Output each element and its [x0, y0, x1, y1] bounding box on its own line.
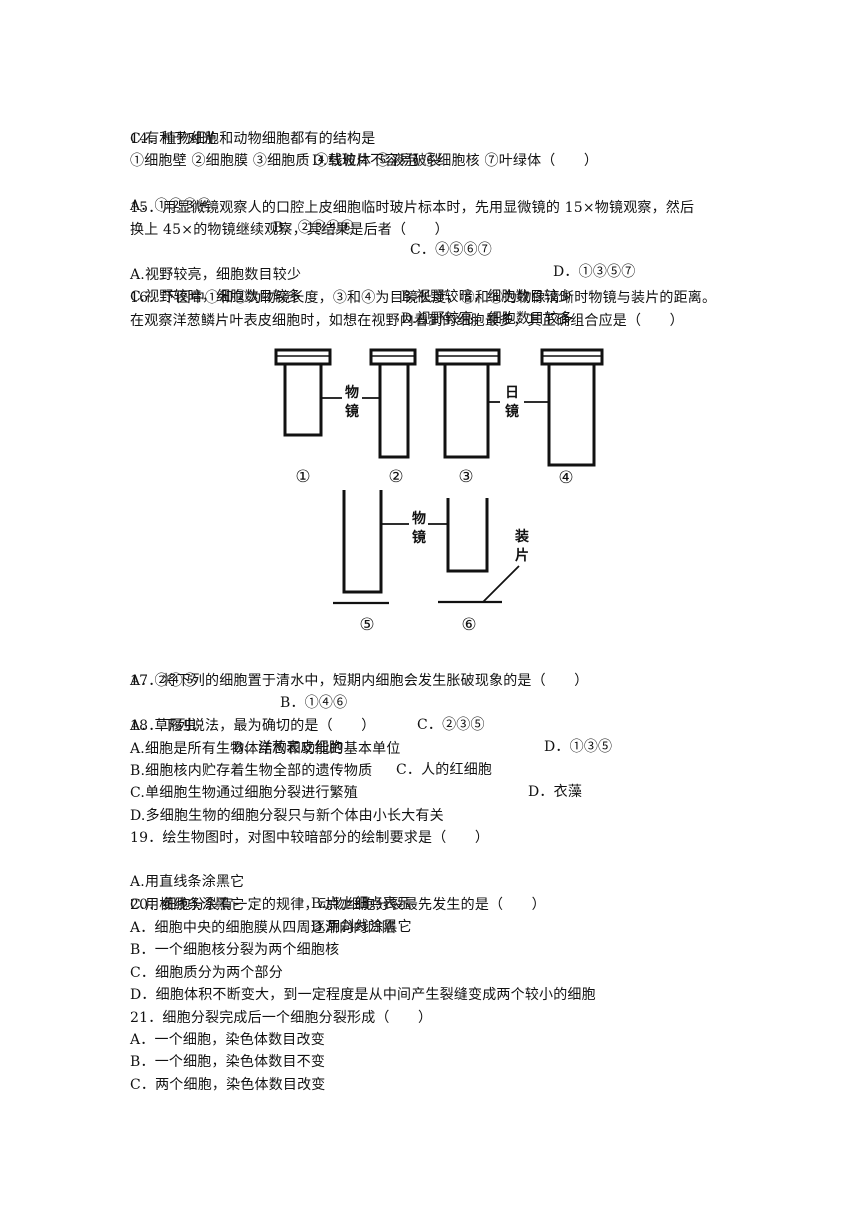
option-a: A.视野较亮，细胞数目较少	[130, 267, 302, 283]
option-a: A．①②③④	[130, 198, 212, 214]
figure-number-6: ⑥	[461, 615, 476, 635]
option-c: C.有利于对光	[130, 131, 217, 147]
option-d: D．衣藻	[528, 784, 583, 800]
figure-number-5: ⑤	[359, 615, 374, 635]
q20-option-d: D．细胞体积不断变大，到一定程度是从中间产生裂缝变成两个较小的细胞	[130, 987, 596, 1003]
option-b: B．②③④⑥	[273, 220, 355, 236]
objective-label-bottom: 镜	[345, 403, 359, 420]
objective-label2-bottom: 镜	[412, 529, 426, 546]
q17-stem: 17．将下列的细胞置于清水中，短期内细胞会发生胀破现象的是（ ）	[130, 673, 589, 689]
option-c: C．④⑤⑥⑦	[410, 242, 492, 258]
q18-option-b: B.细胞核内贮存着生物全部的遗传物质	[130, 763, 373, 779]
option-b: B．①④⑥	[280, 695, 348, 711]
figure-number-1: ①	[295, 467, 310, 487]
q21-option-b: B．一个细胞，染色体数目不变	[130, 1054, 326, 1070]
q20-option-b: B．一个细胞核分裂为两个细胞核	[130, 942, 340, 958]
option-a: A．草履虫	[130, 718, 198, 734]
option-d: D．①③⑤	[544, 739, 613, 755]
eyepiece-label-top: 日	[505, 385, 519, 401]
q18-stem: 18．下列说法，最为确切的是（ ）	[130, 718, 376, 734]
option-d: D．①③⑤⑦	[553, 264, 636, 280]
option-d: D.用斜线涂黑它	[311, 919, 412, 935]
objective-label2-top: 物	[412, 510, 426, 527]
slide-label-bottom: 片	[515, 547, 529, 564]
q18-option-d: D.多细胞生物的细胞分裂只与新个体由小长大有关	[130, 808, 444, 824]
eyepiece-lens-3	[435, 348, 501, 459]
option-d: D.载玻片不容易破裂	[312, 153, 442, 169]
slide-label-top: 装	[514, 528, 530, 545]
q21-option-c: C．两个细胞，染色体数目改变	[130, 1077, 326, 1093]
option-c: C.视野较暗，细胞数目较多	[130, 289, 302, 305]
option-a: A.用直线条涂黑它	[130, 874, 245, 890]
q16-stem-line2: 在观察洋葱鳞片叶表皮细胞时，如想在视野内看到的细胞最多，其正确组合应是（ ）	[130, 313, 684, 329]
option-b: B、洋葱表皮细胞	[233, 740, 343, 756]
q20-option-c: C．细胞质分为两个部分	[130, 965, 283, 981]
q18-option-c: C.单细胞生物通过细胞分裂进行繁殖	[130, 785, 359, 801]
figure-number-3: ③	[458, 467, 473, 487]
option-c: C.用横线条涂黑它	[130, 897, 245, 913]
q14-stem: 14．植物细胞和动物细胞都有的结构是	[130, 131, 376, 147]
option-a: A．②④⑤	[130, 673, 198, 689]
option-b: B.点上细点表示	[311, 896, 412, 912]
figure-number-2: ②	[388, 467, 403, 487]
q15-stem-line1: 15．用显微镜观察人的口腔上皮细胞临时玻片标本时，先用显微镜的 15×物镜观察，…	[130, 200, 695, 216]
eyepiece-lens-4	[540, 348, 604, 467]
objective-distance-6	[438, 498, 502, 604]
eyepiece-label-bottom: 镜	[505, 403, 519, 420]
q19-stem: 19．绘生物图时，对图中较暗部分的绘制要求是（ ）	[130, 830, 490, 846]
q17-options: A．草履虫 B、洋葱表皮细胞 C．人的红细胞 D．衣藻	[130, 693, 582, 825]
option-b: B.视野较暗，细胞数目较少	[401, 289, 573, 305]
option-c: C．人的红细胞	[396, 762, 493, 778]
objective-label-top: 物	[345, 384, 359, 401]
q15-stem-line2: 换上 45×的物镜继续观察，其结果是后者（ ）	[130, 222, 449, 238]
option-c: C．②③⑤	[417, 717, 485, 733]
q14-items: ①细胞壁 ②细胞膜 ③细胞质 ④线粒体 ⑤液泡 ⑥细胞核 ⑦叶绿体（ ）	[130, 153, 599, 169]
objective-lens-2	[369, 348, 417, 459]
q14-options: A．①②③④ B．②③④⑥ C．④⑤⑥⑦ D．①③⑤⑦	[130, 173, 635, 305]
q13-options-cd: C.有利于对光 D.载玻片不容易破裂	[130, 106, 441, 194]
q16-stem-line1: 16．下图中①和②为物镜长度，③和④为目镜长度，⑤和⑥为物像清晰时物镜与装片的距…	[130, 290, 717, 306]
q20-stem: 20．细胞分裂有一定的规律，动物细胞分裂最先发生的是（ ）	[130, 897, 546, 913]
option-d: D.视野较亮，细胞数目较多	[401, 311, 573, 327]
figure-number-4: ④	[558, 468, 573, 488]
q15-options-cd: C.视野较暗，细胞数目较多 D.视野较亮，细胞数目较多	[130, 264, 573, 352]
q21-stem: 21．细胞分裂完成后一个细胞分裂形成（ ）	[130, 1010, 433, 1026]
microscope-lens-figure: 物 镜 日 镜 物 镜 装 片 ① ② ③ ④ ⑤ ⑥	[274, 348, 604, 635]
q18-option-a: A.细胞是所有生物体结构和功能的基本单位	[130, 741, 401, 757]
q19-options-cd: C.用横线条涂黑它 D.用斜线涂黑它	[130, 872, 412, 960]
q21-option-a: A．一个细胞，染色体数目改变	[130, 1032, 325, 1048]
q16-options: A．②④⑤ B．①④⑥ C．②③⑤ D．①③⑤	[130, 648, 612, 780]
q20-option-a: A．细胞中央的细胞膜从四周逐渐向内凹陷	[130, 920, 396, 936]
objective-distance-5	[333, 490, 389, 605]
q15-options-ab: A.视野较亮，细胞数目较少 B.视野较暗，细胞数目较少	[130, 242, 572, 330]
q19-options-ab: A.用直线条涂黑它 B.点上细点表示	[130, 849, 411, 937]
objective-lens-1	[274, 348, 332, 437]
